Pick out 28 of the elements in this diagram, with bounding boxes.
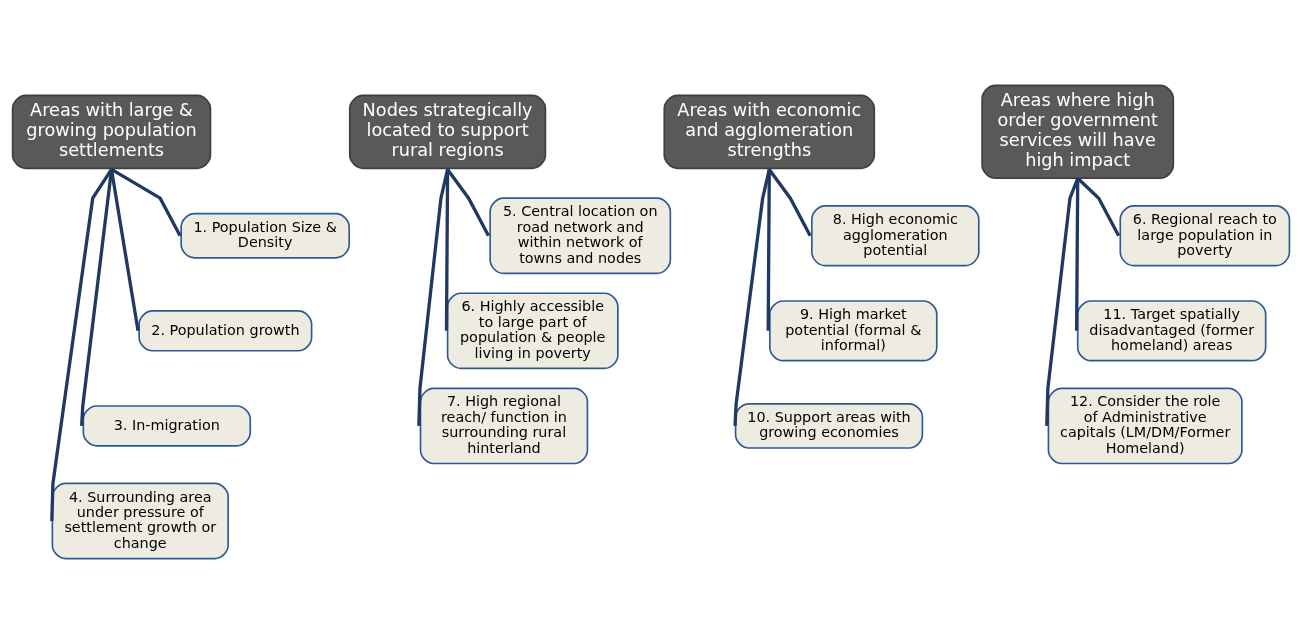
connector	[110, 167, 182, 237]
node-box: 7. High regional reach/ function in surrounding rural hinterland	[419, 387, 589, 464]
node-box: 11. Target spatially disadvantaged (former homeland) areas	[1076, 299, 1267, 361]
connector	[50, 168, 113, 521]
node-box: 8. High economic agglomeration potential	[811, 204, 980, 266]
node-box: Areas with economic and agglomeration strengths	[663, 94, 876, 169]
connector	[109, 168, 140, 331]
node-box: Nodes strategically located to support rural regions	[348, 94, 547, 169]
node-box: 1. Population Size & Density	[180, 212, 351, 259]
connector	[733, 168, 771, 426]
node-box: 10. Support areas with growing economies	[734, 402, 924, 449]
node-box: 5. Central location on road network and within network of towns and nodes	[489, 196, 672, 274]
node-box: Areas where high order government services will have high impact	[981, 84, 1175, 179]
connector	[1076, 176, 1121, 237]
connector	[446, 167, 490, 237]
node-box: 9. High market potential (formal & informal)	[769, 299, 938, 361]
node-box: 3. In-migration	[82, 404, 252, 447]
connector	[417, 168, 450, 426]
connector	[766, 168, 771, 331]
connector	[1045, 177, 1080, 426]
node-box: 12. Consider the role of Administrative capitals (LM/DM/Former Homeland)	[1047, 387, 1243, 464]
node-box: 4. Surrounding area under pressure of settlement growth or change	[51, 482, 229, 559]
connector	[80, 168, 114, 426]
node-box: 2. Population growth	[138, 309, 313, 352]
node-box: 6. Regional reach to large population in poverty	[1119, 204, 1291, 266]
node-box: 6. Highly accessible to large part of population & people living in poverty	[446, 291, 619, 369]
node-box: Areas with large & growing population settlements	[11, 94, 212, 169]
connector	[444, 168, 450, 331]
